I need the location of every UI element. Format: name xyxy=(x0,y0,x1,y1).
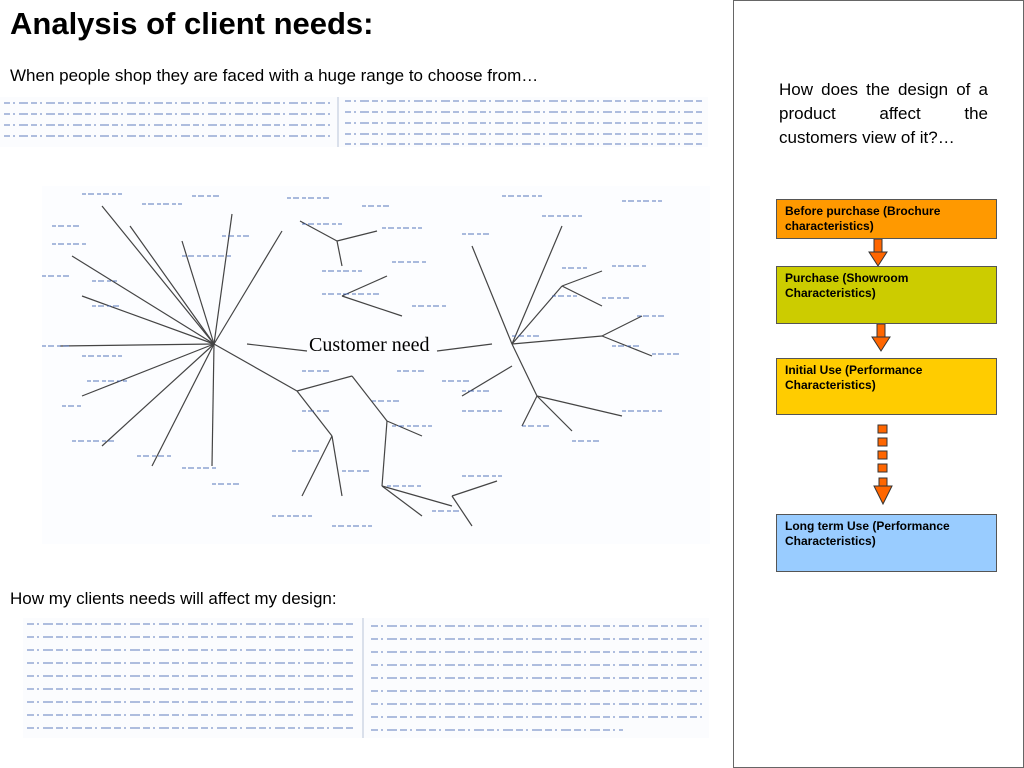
step-purchase: Purchase (Showroom Characteristics) xyxy=(776,266,997,324)
handwritten-notes-image-top xyxy=(0,97,708,147)
handwritten-notes-image-bottom xyxy=(23,618,709,738)
slide-title: Analysis of client needs: xyxy=(10,6,374,41)
subtitle-client-needs: How my clients needs will affect my desi… xyxy=(10,589,337,608)
arrow-down-icon xyxy=(871,324,891,352)
arrow-down-icon xyxy=(868,239,888,267)
mind-map-image: Customer need xyxy=(42,186,710,544)
step-long-term-use: Long term Use (Performance Characteristi… xyxy=(776,514,997,572)
step-before-purchase: Before purchase (Brochure characteristic… xyxy=(776,199,997,239)
subtitle-choice-range: When people shop they are faced with a h… xyxy=(10,66,539,85)
handwriting-lines-top xyxy=(4,97,705,147)
step-initial-use: Initial Use (Performance Characteristics… xyxy=(776,358,997,415)
mind-map-center-label: Customer need xyxy=(309,334,430,356)
dashed-arrow-down-icon xyxy=(873,424,893,506)
mind-map-lines xyxy=(42,193,682,527)
design-question: How does the design of a product affect … xyxy=(779,80,988,147)
handwriting-lines-bottom xyxy=(27,618,705,738)
